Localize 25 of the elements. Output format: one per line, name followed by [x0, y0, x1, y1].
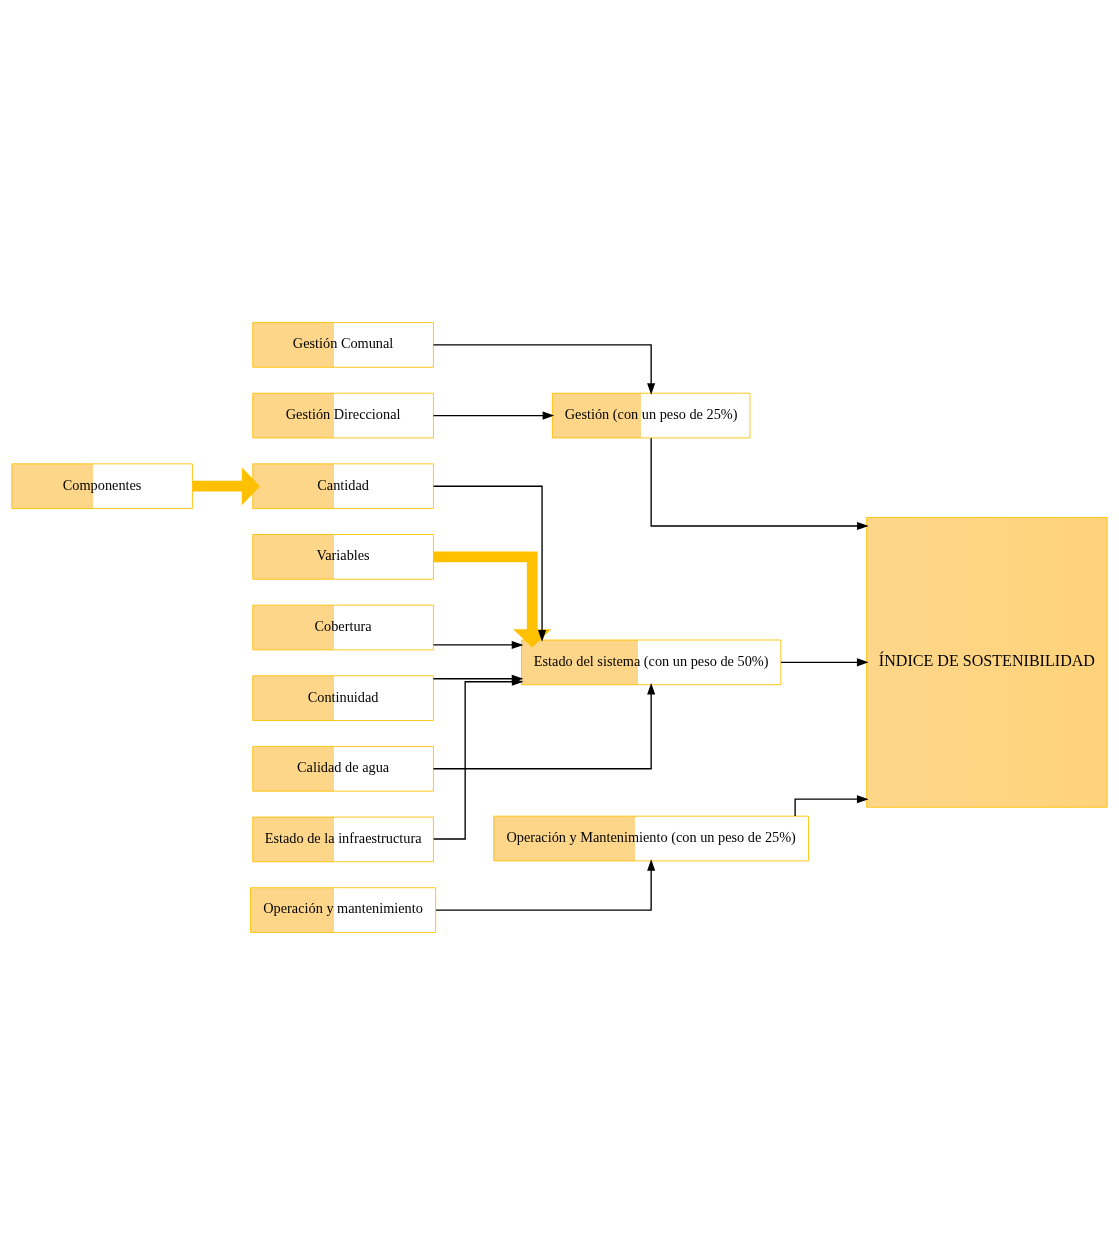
arrow — [650, 437, 869, 530]
arrow — [192, 466, 260, 505]
arrow — [432, 343, 656, 395]
node-box: Continuidad — [252, 674, 434, 721]
node-box: Operación y Mantenimiento (con un peso de 25%) — [493, 815, 809, 861]
arrow — [433, 551, 552, 647]
node-box: Gestión Direccional — [252, 392, 434, 438]
node-box: Componentes — [11, 462, 193, 509]
arrow — [432, 411, 555, 420]
node-box: ÍNDICE DE SOSTENIBILIDAD — [866, 516, 1108, 808]
arrow — [433, 677, 524, 840]
node-box: Cobertura — [252, 604, 434, 650]
node-box: Gestión Comunal — [252, 321, 434, 368]
node-box: Operación y mantenimiento — [250, 886, 437, 933]
node-box: Cantidad — [252, 462, 434, 509]
node-box: Gestión (con un peso de 25%) — [551, 392, 751, 438]
node-box: Estado del sistema (con un peso de 50%) — [521, 639, 782, 685]
arrow — [432, 640, 524, 649]
node-box: Estado de la infraestructura — [252, 816, 434, 862]
arrow — [432, 682, 656, 769]
node-box: Calidad de agua — [252, 745, 434, 792]
arrow — [432, 485, 547, 642]
arrow — [435, 858, 656, 911]
arrow — [780, 657, 869, 666]
node-box: Variables — [252, 533, 434, 580]
